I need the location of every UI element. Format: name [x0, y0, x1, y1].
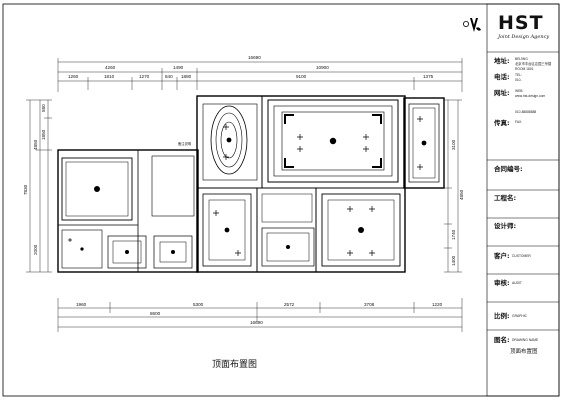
- left-dimension-lines: [26, 99, 52, 273]
- dim-left-a: 4850: [33, 139, 38, 150]
- tb-customer-line1: CUSTOMER: [512, 254, 531, 258]
- dim-right-a: 3100: [451, 139, 456, 150]
- dim-top-row2-c: 1270: [139, 74, 150, 79]
- tb-phone-line1: TEL:: [515, 73, 522, 77]
- tb-drawing-name-line2: 顶面布置图: [510, 349, 538, 355]
- drawing-title: 顶面布置图: [212, 360, 258, 370]
- tb-label-address: 地址:: [494, 57, 510, 65]
- floor-plan: [57, 95, 445, 273]
- dim-bottom-row1-d: 3708: [364, 302, 375, 307]
- tb-label-designer: 设计师:: [494, 222, 517, 230]
- tb-web-line3: 010-88888888: [515, 110, 537, 114]
- tb-address-line3: ROOM 1801: [515, 67, 534, 71]
- dim-left-c: 580: [41, 104, 46, 112]
- sheet-border: [2, 3, 560, 397]
- dim-total-top: 16690: [248, 55, 261, 60]
- tb-label-contract: 合同编号:: [494, 165, 523, 173]
- dim-left-total: 7830: [23, 184, 28, 195]
- note-label: 备注说明: [178, 142, 192, 146]
- tb-address-line2: 北京市丰台区嘉园三号楼: [515, 62, 552, 66]
- tb-label-audit: 审核:: [494, 279, 510, 287]
- dim-left-b: 2000: [33, 244, 38, 255]
- tb-phone-line2: 010-: [515, 78, 522, 82]
- right-dimension-lines: [444, 99, 462, 273]
- dim-total-bottom: 16690: [250, 320, 263, 325]
- dim-top-row1-a: 4260: [105, 65, 116, 70]
- dim-bottom-row1-c: 2572: [284, 302, 295, 307]
- tb-label-customer: 客户:: [494, 252, 510, 260]
- dim-bottom-row1-a: 1960: [76, 302, 87, 307]
- dim-top-row2-f: 9100: [296, 74, 307, 79]
- dim-top-row2-g: 1375: [423, 74, 434, 79]
- dim-bottom-row1-e: 1220: [432, 302, 443, 307]
- dim-top-row1-b: 1490: [173, 65, 184, 70]
- dim-right-d: 1400: [451, 255, 456, 266]
- dim-bottom-row1-b: 5300: [193, 302, 204, 307]
- tb-label-web: 网址:: [494, 89, 510, 97]
- title-block: [486, 3, 560, 397]
- tb-web-line1: WEB:: [515, 89, 524, 93]
- brand-tagline: Joint Design Agency: [498, 34, 550, 40]
- dim-right-c: 1740: [451, 229, 456, 240]
- tb-label-drawing-name: 图名:: [494, 336, 510, 344]
- tb-label-project: 工程名:: [494, 194, 517, 202]
- brand-emblem-icon: [462, 18, 481, 32]
- downlights: [68, 116, 423, 256]
- dim-top-row2-e: 1880: [181, 74, 192, 79]
- dim-top-row2-a: 1260: [68, 74, 79, 79]
- ceiling-lamps: [80, 137, 427, 254]
- dim-left-d: 1850: [41, 129, 46, 140]
- dim-bottom-row2-a: 8600: [150, 311, 161, 316]
- tb-audit-line1: AUDIT: [512, 281, 522, 285]
- dim-top-row2-d: 840: [165, 74, 173, 79]
- ceiling-ornaments: [284, 114, 382, 168]
- tb-web-line2: www.hst-design.com: [515, 94, 546, 98]
- tb-label-phone: 电话:: [494, 73, 510, 81]
- tb-label-scale: 比例:: [494, 312, 510, 320]
- tb-scale-line1: GRAPHIC: [512, 314, 528, 318]
- brand-logo: HST: [498, 12, 544, 34]
- tb-fax-line1: FAX:: [515, 120, 523, 124]
- tb-label-fax: 传真:: [494, 119, 510, 127]
- bottom-dimension-lines: [57, 298, 463, 332]
- dim-top-row2-b: 1810: [104, 74, 115, 79]
- tb-drawing-name-line1: DRAWING NAME: [512, 338, 539, 342]
- tb-address-line1: BEIJING: [515, 57, 528, 61]
- dim-top-row1-c: 10900: [316, 65, 329, 70]
- dim-right-b: 4850: [459, 189, 464, 200]
- top-dimension-lines: [57, 58, 463, 92]
